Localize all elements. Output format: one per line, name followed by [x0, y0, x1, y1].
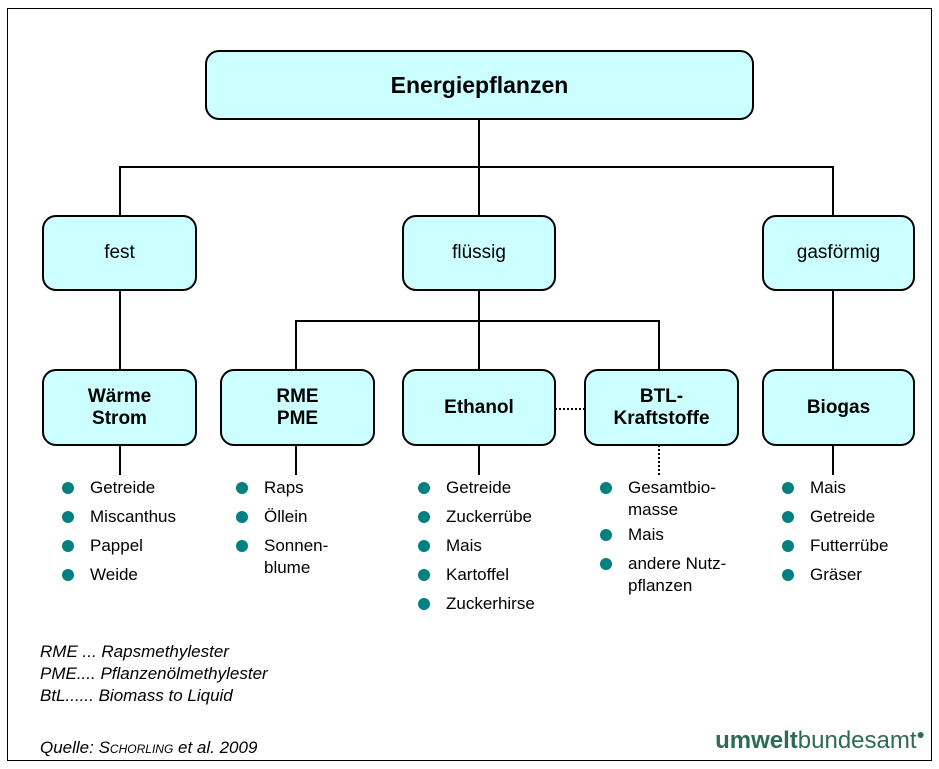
list-item: Kartoffel — [418, 561, 535, 590]
list-item: Zuckerhirse — [418, 590, 535, 619]
connector — [832, 290, 834, 370]
category-gasfoermig: gasförmig — [762, 215, 915, 291]
logo-mark-icon: ● — [916, 726, 925, 742]
connector — [295, 320, 297, 370]
legend-line: PME.... Pflanzenölmethylester — [40, 664, 268, 683]
dotted-connector — [555, 408, 585, 410]
category-label: fest — [104, 242, 135, 264]
list-item: Miscanthus — [62, 503, 176, 532]
plant-label: Miscanthus — [90, 507, 176, 526]
plant-label: Raps — [264, 478, 304, 497]
connector — [295, 320, 659, 322]
plant-list-btl: Gesamtbio- masse Mais andere Nutz- pflan… — [600, 474, 726, 597]
list-item: Sonnen- blume — [236, 532, 328, 579]
plant-label: Mais — [628, 525, 664, 544]
plant-label: Sonnen- blume — [264, 536, 329, 577]
plant-label: andere Nutz- pflanzen — [628, 554, 727, 595]
slide-frame — [7, 8, 932, 761]
list-item: Mais — [600, 521, 726, 550]
category-fluessig: flüssig — [402, 215, 556, 291]
connector — [832, 166, 834, 216]
connector — [119, 445, 121, 475]
product-line1: BTL- — [639, 385, 684, 407]
product-line2: PME — [276, 407, 319, 429]
source-author: Schorling — [98, 738, 174, 757]
connector — [832, 445, 834, 475]
connector — [478, 290, 480, 370]
list-item: Weide — [62, 561, 176, 590]
plant-label: Getreide — [446, 478, 512, 497]
product-biogas: Biogas — [762, 369, 915, 446]
source-prefix: Quelle: — [40, 738, 99, 757]
connector — [658, 320, 660, 370]
source-suffix: et al. 2009 — [173, 738, 258, 757]
list-item: Futterrübe — [782, 532, 888, 561]
product-line1: Biogas — [806, 396, 871, 418]
root-label: Energiepflanzen — [390, 71, 569, 98]
plant-label: Öllein — [264, 507, 308, 526]
list-item: Mais — [782, 474, 888, 503]
plant-label: Getreide — [90, 478, 156, 497]
list-item: andere Nutz- pflanzen — [600, 550, 726, 597]
product-waerme-strom: Wärme Strom — [42, 369, 197, 446]
umweltbundesamt-logo: umweltbundesamt● — [715, 726, 925, 755]
connector — [119, 166, 833, 168]
plant-label: Futterrübe — [810, 536, 889, 555]
plant-list-rme-pme: Raps Öllein Sonnen- blume — [236, 474, 328, 579]
connector — [478, 445, 480, 475]
plant-label: Mais — [446, 536, 482, 555]
product-line1: Ethanol — [444, 396, 514, 418]
list-item: Getreide — [62, 474, 176, 503]
plant-label: Mais — [810, 478, 846, 497]
product-ethanol: Ethanol — [402, 369, 556, 446]
plant-label: Zuckerrübe — [446, 507, 532, 526]
product-line1: Wärme — [87, 385, 152, 407]
connector — [295, 445, 297, 475]
logo-part1: umwelt — [715, 727, 798, 754]
list-item: Mais — [418, 532, 535, 561]
product-line1: RME — [276, 385, 319, 407]
list-item: Öllein — [236, 503, 328, 532]
list-item: Raps — [236, 474, 328, 503]
logo-part2: bundesamt — [797, 727, 917, 754]
category-label: gasförmig — [796, 242, 881, 264]
plant-label: Kartoffel — [446, 565, 510, 584]
plant-list-fest: Getreide Miscanthus Pappel Weide — [62, 474, 176, 590]
list-item: Zuckerrübe — [418, 503, 535, 532]
connector — [119, 166, 121, 216]
plant-label: Pappel — [90, 536, 143, 555]
dotted-connector — [658, 445, 660, 475]
list-item: Pappel — [62, 532, 176, 561]
plant-list-biogas: Mais Getreide Futterrübe Gräser — [782, 474, 888, 590]
product-line2: Kraftstoffe — [613, 407, 710, 429]
product-btl-kraftstoffe: BTL- Kraftstoffe — [584, 369, 739, 446]
plant-label: Zuckerhirse — [446, 594, 535, 613]
product-rme-pme: RME PME — [220, 369, 375, 446]
plant-label: Gesamtbio- masse — [628, 478, 716, 519]
list-item: Gesamtbio- masse — [600, 474, 726, 521]
abbreviation-legend: RME ... Rapsmethylester PME.... Pflanzen… — [40, 641, 268, 707]
product-line2: Strom — [92, 407, 147, 429]
source-note: Quelle: Schorling et al. 2009 — [40, 738, 257, 758]
plant-label: Weide — [90, 565, 138, 584]
plant-list-ethanol: Getreide Zuckerrübe Mais Kartoffel Zucke… — [418, 474, 535, 619]
connector — [478, 119, 480, 167]
list-item: Getreide — [418, 474, 535, 503]
category-label: flüssig — [452, 242, 506, 264]
root-node: Energiepflanzen — [205, 50, 754, 120]
connector — [119, 290, 121, 370]
plant-label: Getreide — [810, 507, 876, 526]
plant-label: Gräser — [810, 565, 862, 584]
legend-line: RME ... Rapsmethylester — [40, 642, 229, 661]
category-fest: fest — [42, 215, 197, 291]
legend-line: BtL...... Biomass to Liquid — [40, 686, 233, 705]
list-item: Gräser — [782, 561, 888, 590]
connector — [478, 166, 480, 216]
list-item: Getreide — [782, 503, 888, 532]
